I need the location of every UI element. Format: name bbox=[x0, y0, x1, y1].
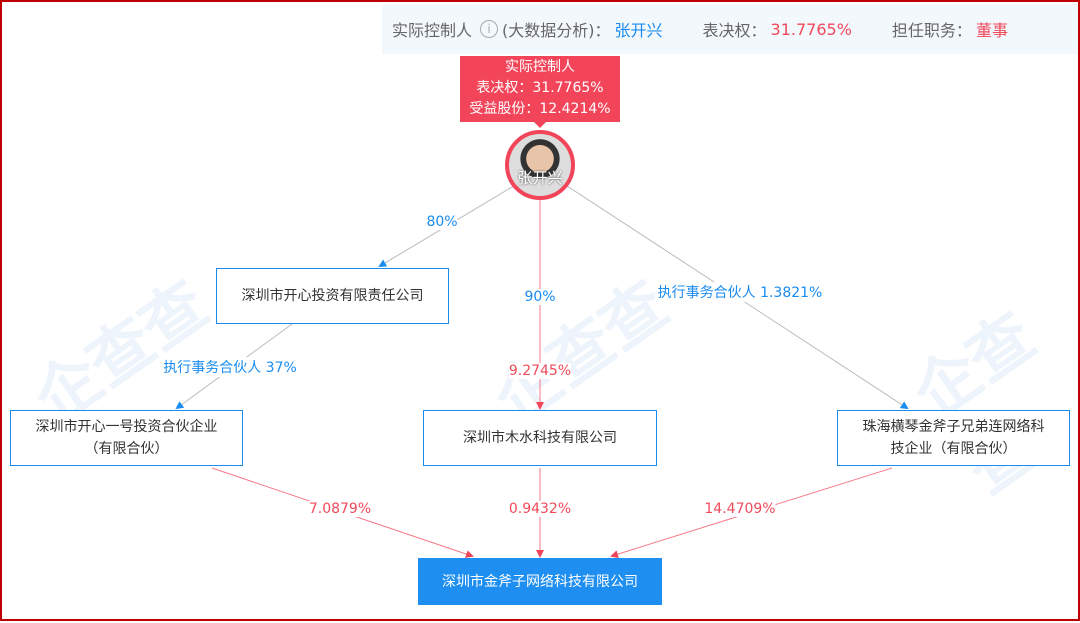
tooltip-benefit: 受益股份：12.4214% bbox=[469, 101, 611, 117]
controller-tooltip: 实际控制人 表决权：31.7765% 受益股份：12.4214% bbox=[460, 56, 620, 122]
node-kaixin-one[interactable]: 深圳市开心一号投资合伙企业 （有限合伙） bbox=[10, 410, 243, 466]
position-label: 担任职务： bbox=[891, 21, 972, 40]
node-zhuhai[interactable]: 珠海横琴金斧子兄弟连网络科技企业（有限合伙） bbox=[837, 410, 1070, 466]
node-mushui[interactable]: 深圳市木水科技有限公司 bbox=[423, 410, 657, 466]
edge-label: 执行事务合伙人 37% bbox=[163, 357, 297, 377]
tooltip-voting: 表决权：31.7765% bbox=[476, 80, 604, 96]
voting-label: 表决权： bbox=[702, 21, 767, 40]
edge-label: 7.0879% bbox=[308, 501, 372, 517]
node-label: （有限合伙） bbox=[84, 441, 169, 457]
node-label: 深圳市金斧子网络科技有限公司 bbox=[442, 573, 638, 590]
node-label: 珠海横琴金斧子兄弟连网络科 bbox=[862, 419, 1045, 435]
controller-bar: 实际控制人 i (大数据分析)： 张开兴 表决权： 31.7765% 担任职务：… bbox=[382, 4, 1078, 54]
edge-label: 9.2745% bbox=[508, 363, 572, 379]
edge-label: 执行事务合伙人 1.3821% bbox=[657, 282, 823, 302]
controller-label: 实际控制人 bbox=[392, 21, 473, 40]
node-target-company[interactable]: 深圳市金斧子网络科技有限公司 bbox=[418, 558, 662, 605]
edge-label: 14.4709% bbox=[704, 501, 776, 517]
edge-label: 0.9432% bbox=[508, 501, 572, 517]
tooltip-title: 实际控制人 bbox=[505, 59, 575, 75]
node-label: 技企业（有限合伙） bbox=[890, 441, 1017, 457]
info-icon[interactable]: i bbox=[480, 20, 499, 38]
edge-label: 80% bbox=[426, 214, 458, 230]
voting-value: 31.7765% bbox=[770, 19, 852, 39]
controller-name-link[interactable]: 张开兴 bbox=[614, 21, 663, 40]
analysis-note: (大数据分析)： bbox=[502, 21, 611, 40]
node-label: 深圳市开心投资有限责任公司 bbox=[241, 288, 424, 304]
node-label: 深圳市开心一号投资合伙企业 bbox=[35, 419, 218, 435]
tooltip-arrow bbox=[534, 122, 546, 134]
edge-label: 90% bbox=[524, 289, 556, 305]
position-value: 董事 bbox=[975, 21, 1008, 40]
person-avatar[interactable]: 张开兴 bbox=[505, 130, 575, 200]
person-name: 张开兴 bbox=[517, 169, 563, 187]
node-label: 深圳市木水科技有限公司 bbox=[463, 430, 617, 446]
node-kaixin-invest[interactable]: 深圳市开心投资有限责任公司 bbox=[216, 268, 449, 324]
